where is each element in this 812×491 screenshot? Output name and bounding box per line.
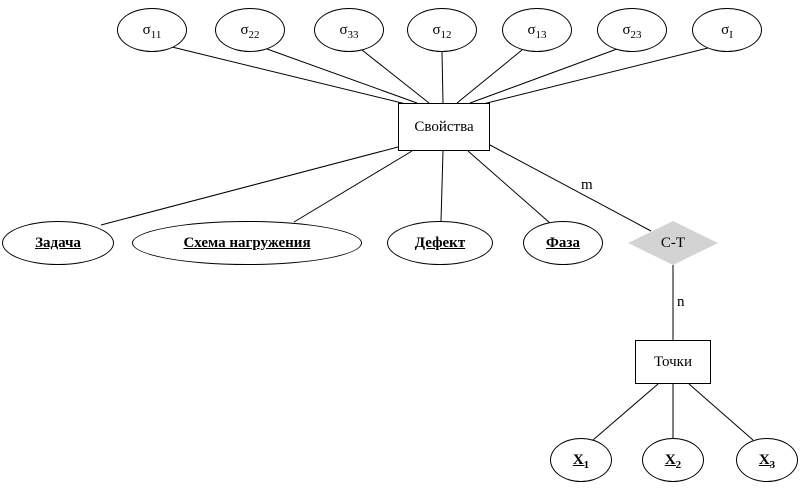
edge-properties-faza <box>467 150 551 224</box>
attribute-defekt-label: Дефект <box>414 234 466 251</box>
cardinality-m-label: m <box>581 177 593 193</box>
attribute-x1: X1 <box>550 438 612 482</box>
attribute-sigma22: σ22 <box>215 8 285 52</box>
edge-sigmaI-properties <box>482 46 713 105</box>
attribute-sigma33: σ33 <box>314 8 384 52</box>
attribute-faza: Фаза <box>523 221 603 265</box>
attribute-defekt: Дефект <box>387 221 493 265</box>
entity-points-label: Точки <box>653 353 692 370</box>
edge-sigma23-properties <box>469 48 618 104</box>
attribute-x1-label: X1 <box>572 451 590 471</box>
attribute-sigma13: σ13 <box>502 8 572 52</box>
attribute-sigma11: σ11 <box>117 8 187 52</box>
attribute-sigmaI: σI <box>692 8 762 52</box>
attribute-x2: X2 <box>642 438 704 482</box>
attribute-zadacha-label: Задача <box>35 234 81 251</box>
edge-properties-zadacha <box>100 146 399 226</box>
attribute-sigmaI-label: σI <box>721 21 733 41</box>
edge-points-x3 <box>688 383 754 441</box>
edge-properties-relationship <box>489 144 652 232</box>
entity-properties-label: Свойства <box>414 118 474 135</box>
edge-sigma33-properties <box>361 49 430 104</box>
attribute-shema-nagruzheniya-label: Схема нагружения <box>183 234 311 251</box>
attribute-sigma12-label: σ12 <box>432 21 452 41</box>
relationship-ct-label: С-Т <box>660 234 686 251</box>
edge-sigma12-properties <box>441 51 444 104</box>
attribute-zadacha: Задача <box>2 221 114 265</box>
attribute-x3: X3 <box>736 438 798 482</box>
attribute-shema-nagruzheniya: Схема нагружения <box>132 221 362 265</box>
attribute-sigma11-label: σ11 <box>142 21 162 41</box>
attribute-sigma12: σ12 <box>407 8 477 52</box>
edge-properties-shema <box>293 150 413 223</box>
attribute-sigma33-label: σ33 <box>339 21 359 41</box>
edge-sigma13-properties <box>456 49 523 104</box>
attribute-x2-label: X2 <box>664 451 682 471</box>
cardinality-n-label: n <box>677 294 685 310</box>
attribute-sigma23-label: σ23 <box>622 21 642 41</box>
edge-properties-defekt <box>440 150 444 222</box>
edge-points-x1 <box>592 383 659 441</box>
attribute-x3-label: X3 <box>758 451 776 471</box>
attribute-sigma22-label: σ22 <box>240 21 260 41</box>
attribute-sigma13-label: σ13 <box>527 21 547 41</box>
edge-sigma22-properties <box>266 48 418 104</box>
entity-properties: Свойства <box>398 103 490 151</box>
attribute-sigma23: σ23 <box>597 8 667 52</box>
attribute-faza-label: Фаза <box>546 234 580 251</box>
entity-points: Точки <box>635 340 711 384</box>
edge-sigma11-properties <box>171 46 407 105</box>
